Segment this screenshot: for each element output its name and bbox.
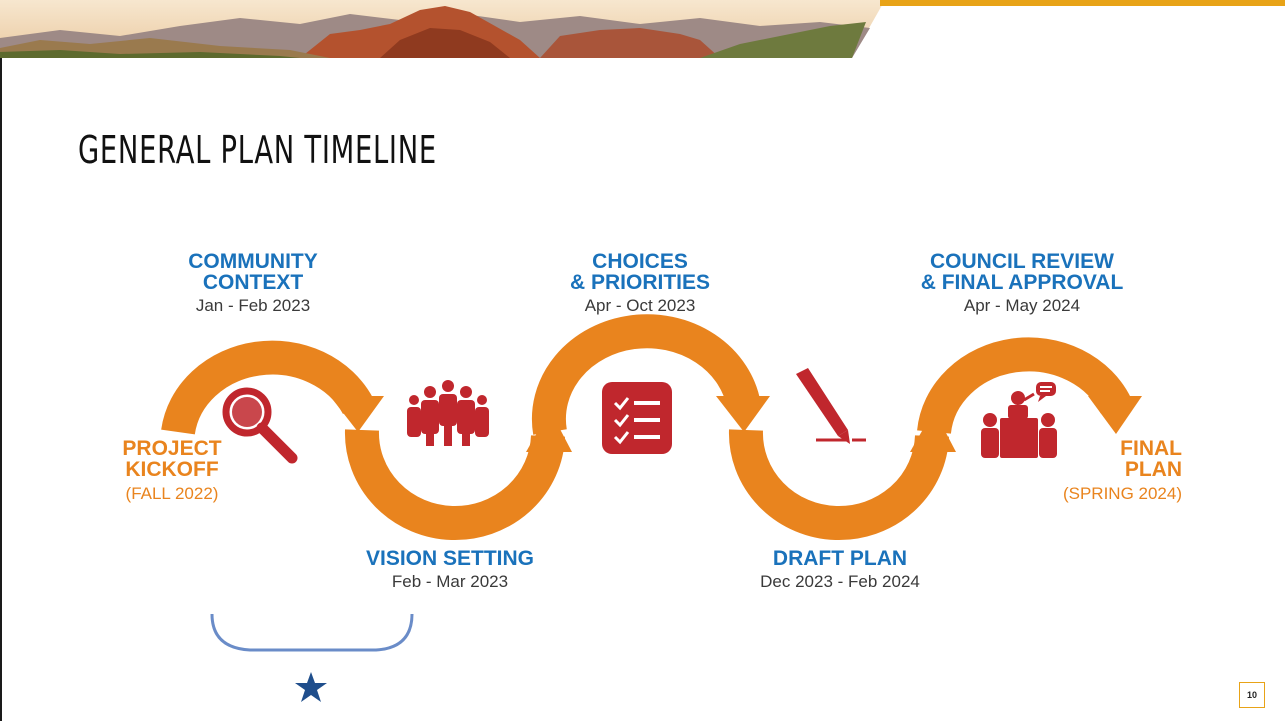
page-title: GENERAL PLAN TIMELINE xyxy=(78,128,437,172)
star-icon xyxy=(295,672,327,702)
page-number: 10 xyxy=(1239,682,1265,708)
phase-date-4: Dec 2023 - Feb 2024 xyxy=(760,572,920,591)
pen-icon xyxy=(796,368,866,444)
phase-label-3b: & PRIORITIES xyxy=(569,271,711,294)
phase-label-3a: CHOICES xyxy=(592,250,688,273)
phase-label-2: VISION SETTING xyxy=(365,547,535,570)
timeline-arrow-2 xyxy=(344,429,565,541)
magnifying-glass-icon xyxy=(222,387,298,464)
speaker-podium-icon xyxy=(981,382,1057,458)
bracket-shape xyxy=(210,613,414,652)
people-group-icon xyxy=(407,380,489,446)
phase-label-5a: COUNCIL REVIEW xyxy=(930,250,1114,273)
phase-vision-setting: VISION SETTING Feb - Mar 2023 xyxy=(350,548,550,592)
start-label-title-2: KICKOFF xyxy=(125,458,219,481)
timeline-arrow-5 xyxy=(917,337,1132,435)
phase-label-1b: CONTEXT xyxy=(202,271,304,294)
arrowhead-3 xyxy=(716,396,770,432)
end-label-title-1: FINAL xyxy=(1120,437,1182,460)
desert-banner-image xyxy=(0,0,885,58)
phase-council-review: COUNCIL REVIEW & FINAL APPROVAL Apr - Ma… xyxy=(905,251,1139,316)
phase-community-context: COMMUNITY CONTEXT Jan - Feb 2023 xyxy=(158,251,348,316)
end-label-subtitle: (SPRING 2024) xyxy=(1062,484,1182,503)
timeline-arrow-4 xyxy=(728,429,949,541)
start-label-subtitle: (FALL 2022) xyxy=(125,484,219,503)
phase-label-4: DRAFT PLAN xyxy=(772,547,908,570)
timeline-arrow-1 xyxy=(161,340,373,435)
phase-date-1: Jan - Feb 2023 xyxy=(195,296,311,315)
start-label: PROJECT KICKOFF (FALL 2022) xyxy=(102,438,242,504)
phase-draft-plan: DRAFT PLAN Dec 2023 - Feb 2024 xyxy=(730,548,950,592)
start-label-title-1: PROJECT xyxy=(122,437,222,460)
accent-bar xyxy=(880,0,1285,6)
end-label: FINAL PLAN (SPRING 2024) xyxy=(1046,438,1182,504)
phase-label-5b: & FINAL APPROVAL xyxy=(920,271,1124,294)
phase-label-1a: COMMUNITY xyxy=(188,250,318,273)
phase-choices-priorities: CHOICES & PRIORITIES Apr - Oct 2023 xyxy=(540,251,740,316)
phase-date-5: Apr - May 2024 xyxy=(963,296,1081,315)
timeline-arrow-3 xyxy=(531,314,761,435)
phase-date-3: Apr - Oct 2023 xyxy=(584,296,696,315)
end-label-title-2: PLAN xyxy=(1124,458,1182,481)
checklist-icon xyxy=(602,382,672,454)
slide-frame-line xyxy=(0,0,2,721)
arrowhead-5 xyxy=(1088,396,1142,434)
phase-date-2: Feb - Mar 2023 xyxy=(391,572,509,591)
arrowhead-1 xyxy=(330,396,384,432)
